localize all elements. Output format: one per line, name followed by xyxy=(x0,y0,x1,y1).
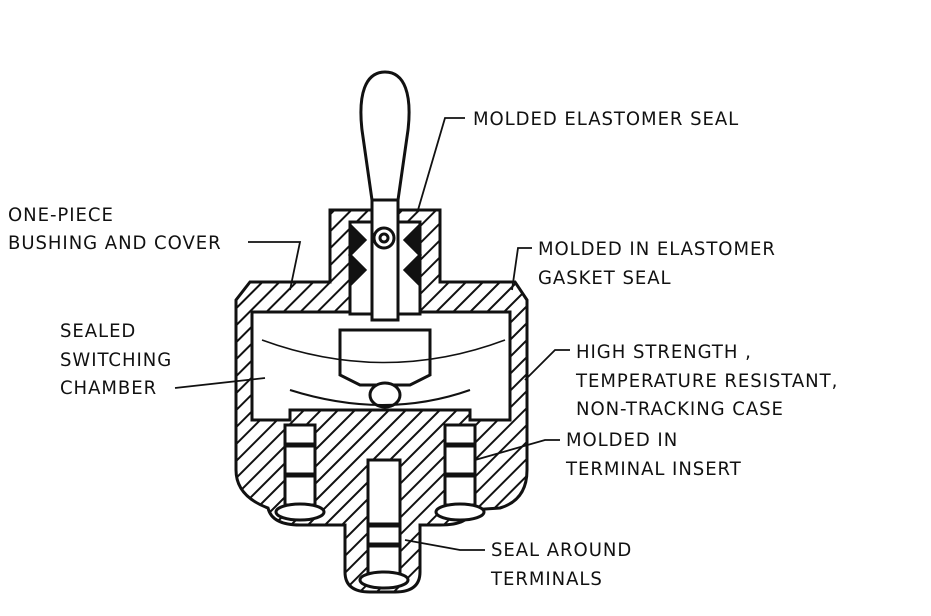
label-case-line3: NON-TRACKING CASE xyxy=(576,398,784,420)
label-gasket-line1: MOLDED IN ELASTOMER xyxy=(538,238,776,260)
leader-lines xyxy=(174,117,570,551)
label-chamber-line2: SWITCHING xyxy=(60,349,173,371)
elastomer-seal xyxy=(347,221,423,289)
label-chamber-line3: CHAMBER xyxy=(60,377,158,399)
label-terminals-line2: TERMINALS xyxy=(491,568,603,590)
label-bushing-line1: ONE-PIECE xyxy=(8,204,114,226)
label-gasket-line2: GASKET SEAL xyxy=(538,267,672,289)
label-molded-elastomer-seal: MOLDED ELASTOMER SEAL xyxy=(473,108,740,130)
actuator xyxy=(338,328,432,387)
lever-shaft xyxy=(370,198,400,322)
terminal-right xyxy=(434,423,486,522)
label-bushing-line2: BUSHING AND COVER xyxy=(8,232,222,254)
label-insert-line2: TERMINAL INSERT xyxy=(566,458,742,480)
label-chamber-line1: SEALED xyxy=(60,320,137,342)
contact-spring xyxy=(289,389,471,406)
label-insert-line1: MOLDED IN xyxy=(566,429,679,451)
label-case-line1: HIGH STRENGTH , xyxy=(576,341,752,363)
terminal-center xyxy=(358,458,410,590)
label-terminals-line1: SEAL AROUND xyxy=(491,539,633,561)
label-case-line2: TEMPERATURE RESISTANT, xyxy=(576,370,839,392)
terminal-left xyxy=(274,423,326,522)
lever-handle xyxy=(359,70,411,202)
